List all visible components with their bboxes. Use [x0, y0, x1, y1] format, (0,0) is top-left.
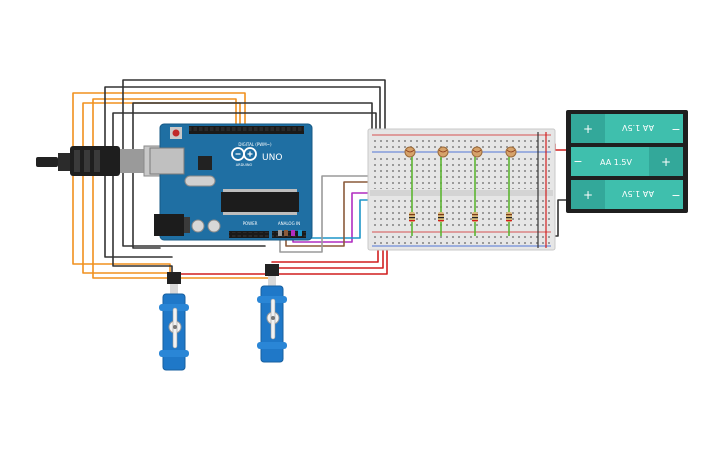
- resistors: [409, 212, 512, 222]
- battery-pack[interactable]: + − AA 1.5V − AA 1.5V + + − AA 1.5V: [566, 110, 688, 213]
- cell-3-negative: −: [671, 189, 680, 202]
- cell-2-positive: +: [661, 155, 671, 169]
- brand-text: UNO: [262, 153, 282, 163]
- photoresistor-1[interactable]: [404, 146, 416, 158]
- battery-cell-3[interactable]: + − AA 1.5V: [571, 180, 683, 209]
- photoresistor-3[interactable]: [471, 146, 483, 158]
- cell-2-label: AA 1.5V: [600, 158, 632, 167]
- wire-orange-2[interactable]: [82, 102, 241, 274]
- arduino-uno-board[interactable]: DIGITAL (PWM~) UNO ARDUINO POWER: [149, 123, 313, 241]
- photoresistor-4[interactable]: [505, 146, 517, 158]
- wire-brown[interactable]: [285, 181, 411, 247]
- wire-black-4[interactable]: [132, 102, 373, 249]
- breadboard[interactable]: [367, 128, 556, 251]
- cell-1-negative: −: [671, 123, 680, 136]
- servo-motor-1[interactable]: [159, 272, 189, 371]
- wire-black-3[interactable]: [112, 112, 377, 276]
- cell-1-label: AA 1.5V: [622, 123, 654, 132]
- green-jumpers: [411, 157, 510, 236]
- resistor-4[interactable]: [506, 212, 512, 222]
- power-label: POWER: [243, 221, 258, 226]
- digital-header-label: DIGITAL (PWM~): [238, 142, 272, 147]
- power-jack[interactable]: [154, 214, 184, 236]
- analog-label: ANALOG IN: [278, 221, 300, 226]
- atmega-chip: [221, 192, 299, 212]
- battery-cell-1[interactable]: + − AA 1.5V: [571, 114, 683, 143]
- cell-3-positive: +: [583, 188, 593, 202]
- cell-3-label: AA 1.5V: [622, 189, 654, 198]
- arduino-logo: [231, 147, 257, 161]
- cell-1-positive: +: [583, 122, 593, 136]
- wire-black-2[interactable]: [104, 86, 381, 258]
- photoresistor-2[interactable]: [437, 146, 449, 158]
- photoresistors: [404, 146, 517, 158]
- cell-2-negative: −: [573, 155, 582, 168]
- wire-red-1[interactable]: [177, 235, 388, 279]
- logo-text: ARDUINO: [236, 163, 253, 167]
- wire-black-1[interactable]: [122, 79, 386, 247]
- resistor-2[interactable]: [438, 212, 444, 222]
- resistor-1[interactable]: [409, 212, 415, 222]
- resistor-3[interactable]: [472, 212, 478, 222]
- servo-motor-2[interactable]: [257, 264, 287, 363]
- battery-cell-2[interactable]: − AA 1.5V +: [571, 147, 683, 176]
